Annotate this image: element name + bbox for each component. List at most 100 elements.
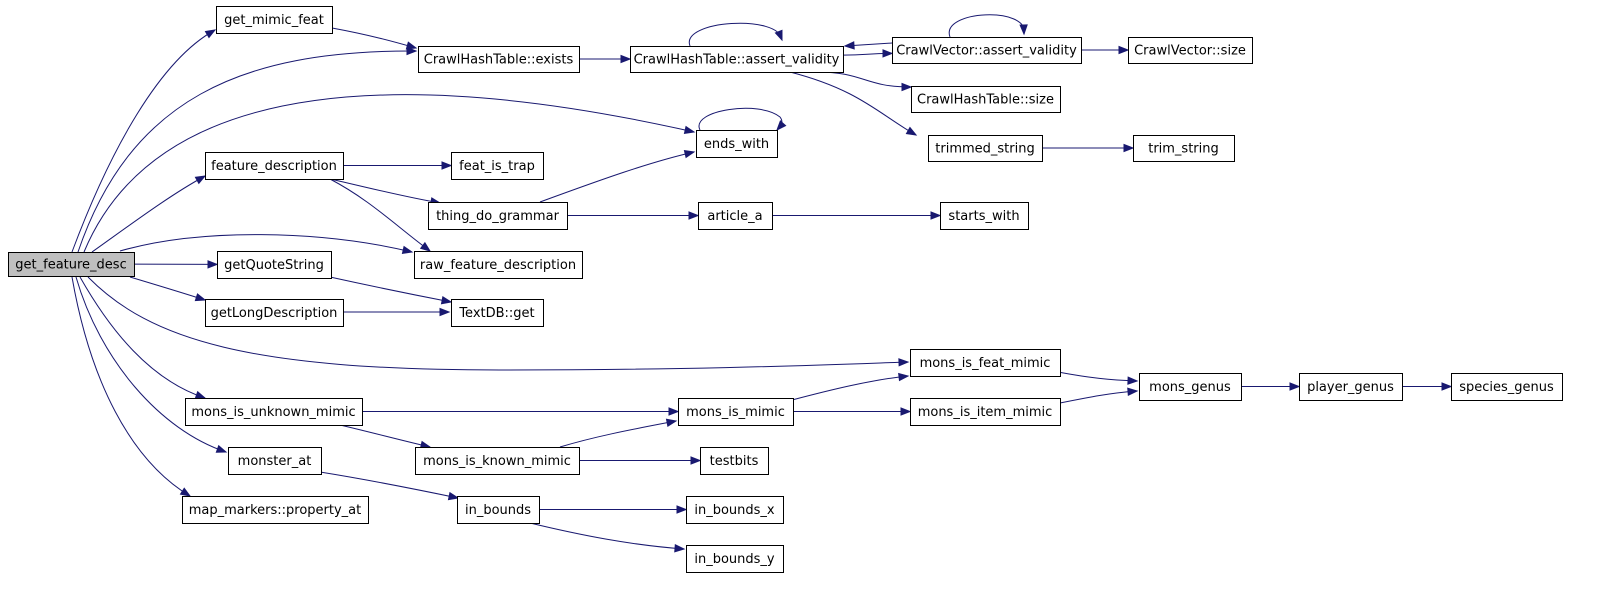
edge-get_feature_desc-to-ht_exists	[77, 50, 417, 253]
node-label-property_at: map_markers::property_at	[189, 503, 362, 518]
node-box-starts_with[interactable]	[940, 202, 1029, 230]
node-box-ht_assert[interactable]	[630, 46, 844, 73]
edge-ends_with-to-ends_with	[698, 107, 783, 131]
node-mons_is_item_mimic[interactable]: mons_is_item_mimic	[910, 398, 1061, 426]
arrowhead-article_a-to-starts_with	[930, 211, 942, 220]
node-textdb_get[interactable]: TextDB::get	[451, 299, 544, 327]
node-box-getLongDescription[interactable]	[205, 299, 344, 327]
node-box-article_a[interactable]	[698, 202, 773, 230]
edge-thing_do_grammar-to-ends_with	[539, 151, 695, 203]
node-box-trim_string[interactable]	[1133, 135, 1235, 162]
node-box-ht_size[interactable]	[911, 86, 1061, 113]
node-raw_feature_description[interactable]: raw_feature_description	[414, 251, 583, 279]
node-in_bounds[interactable]: in_bounds	[457, 496, 540, 524]
node-ht_exists[interactable]: CrawlHashTable::exists	[418, 46, 580, 73]
arrowhead-mons_is_item_mimic-to-mons_genus	[1127, 387, 1139, 396]
node-thing_do_grammar[interactable]: thing_do_grammar	[428, 202, 568, 230]
node-label-mons_is_mimic: mons_is_mimic	[686, 405, 785, 420]
node-box-mons_is_feat_mimic[interactable]	[910, 349, 1061, 377]
arrowhead-mons_is_known_mimic-to-testbits	[690, 456, 702, 465]
node-box-cv_size[interactable]	[1128, 37, 1253, 64]
node-box-thing_do_grammar[interactable]	[428, 202, 568, 230]
node-box-get_feature_desc[interactable]	[8, 252, 135, 277]
node-feat_is_trap[interactable]: feat_is_trap	[451, 152, 544, 180]
node-ht_size[interactable]: CrawlHashTable::size	[911, 86, 1061, 113]
edge-mons_is_mimic-to-mons_is_feat_mimic	[791, 375, 909, 401]
node-box-species_genus[interactable]	[1451, 373, 1563, 401]
node-box-feature_description[interactable]	[205, 152, 344, 180]
node-mons_is_known_mimic[interactable]: mons_is_known_mimic	[415, 447, 580, 475]
node-box-player_genus[interactable]	[1299, 373, 1403, 401]
arrowhead-get_feature_desc-to-ends_with	[683, 125, 696, 135]
node-box-testbits[interactable]	[700, 447, 769, 475]
node-box-property_at[interactable]	[182, 496, 369, 524]
edge-get_feature_desc-to-get_mimic_feat	[71, 29, 216, 253]
node-box-mons_is_unknown_mimic[interactable]	[185, 398, 363, 426]
node-article_a[interactable]: article_a	[698, 202, 773, 230]
node-player_genus[interactable]: player_genus	[1299, 373, 1403, 401]
node-feature_description[interactable]: feature_description	[205, 152, 344, 180]
node-label-get_mimic_feat: get_mimic_feat	[224, 13, 324, 28]
arrowhead-thing_do_grammar-to-ends_with	[683, 150, 696, 159]
node-testbits[interactable]: testbits	[700, 447, 769, 475]
edge-ht_assert-to-trimmed_string	[789, 71, 917, 136]
edge-getQuoteString-to-textdb_get	[329, 276, 452, 303]
edge-get_feature_desc-to-getLongDescription	[129, 276, 206, 301]
node-box-mons_is_item_mimic[interactable]	[910, 398, 1061, 426]
edge-get_feature_desc-to-monster_at	[75, 276, 227, 453]
node-get_feature_desc[interactable]: get_feature_desc	[8, 252, 135, 277]
node-box-mons_genus[interactable]	[1139, 373, 1242, 401]
node-box-textdb_get[interactable]	[451, 299, 544, 327]
node-box-mons_is_known_mimic[interactable]	[415, 447, 580, 475]
node-label-mons_is_known_mimic: mons_is_known_mimic	[423, 454, 571, 469]
node-mons_is_mimic[interactable]: mons_is_mimic	[678, 398, 794, 426]
node-species_genus[interactable]: species_genus	[1451, 373, 1563, 401]
node-in_bounds_y[interactable]: in_bounds_y	[686, 545, 784, 573]
node-box-monster_at[interactable]	[228, 447, 322, 475]
node-box-get_mimic_feat[interactable]	[216, 6, 333, 34]
node-property_at[interactable]: map_markers::property_at	[182, 496, 369, 524]
node-starts_with[interactable]: starts_with	[940, 202, 1029, 230]
edge-ht_assert-to-ht_assert	[689, 22, 783, 47]
node-mons_is_unknown_mimic[interactable]: mons_is_unknown_mimic	[185, 398, 363, 426]
edge-mons_is_unknown_mimic-to-mons_is_known_mimic	[339, 424, 431, 448]
node-label-cv_assert: CrawlVector::assert_validity	[896, 44, 1077, 59]
edge-mons_is_known_mimic-to-mons_is_mimic	[559, 420, 677, 448]
node-cv_assert[interactable]: CrawlVector::assert_validity	[892, 37, 1082, 64]
node-trim_string[interactable]: trim_string	[1133, 135, 1235, 162]
node-ends_with[interactable]: ends_with	[696, 130, 778, 158]
node-mons_genus[interactable]: mons_genus	[1139, 373, 1242, 401]
node-label-mons_genus: mons_genus	[1149, 380, 1231, 395]
node-box-in_bounds_y[interactable]	[686, 545, 784, 573]
node-box-mons_is_mimic[interactable]	[678, 398, 794, 426]
node-trimmed_string[interactable]: trimmed_string	[928, 135, 1043, 162]
node-box-ends_with[interactable]	[696, 130, 778, 158]
node-label-in_bounds_x: in_bounds_x	[694, 503, 775, 518]
node-cv_size[interactable]: CrawlVector::size	[1128, 37, 1253, 64]
node-label-in_bounds_y: in_bounds_y	[694, 552, 775, 567]
node-box-in_bounds_x[interactable]	[686, 496, 784, 524]
node-box-trimmed_string[interactable]	[928, 135, 1043, 162]
node-ht_assert[interactable]: CrawlHashTable::assert_validity	[630, 46, 844, 73]
arrowhead-thing_do_grammar-to-article_a	[688, 211, 700, 220]
node-monster_at[interactable]: monster_at	[228, 447, 322, 475]
node-box-in_bounds[interactable]	[457, 496, 540, 524]
node-box-cv_assert[interactable]	[892, 37, 1082, 64]
edge-get_feature_desc-to-feature_description	[91, 175, 206, 253]
node-mons_is_feat_mimic[interactable]: mons_is_feat_mimic	[910, 349, 1061, 377]
arrowhead-mons_is_mimic-to-mons_is_item_mimic	[900, 407, 912, 416]
node-label-mons_is_item_mimic: mons_is_item_mimic	[918, 405, 1053, 420]
node-label-raw_feature_description: raw_feature_description	[420, 258, 576, 273]
node-get_mimic_feat[interactable]: get_mimic_feat	[216, 6, 333, 34]
node-box-feat_is_trap[interactable]	[451, 152, 544, 180]
node-in_bounds_x[interactable]: in_bounds_x	[686, 496, 784, 524]
edge-get_feature_desc-to-property_at	[71, 276, 191, 497]
node-box-ht_exists[interactable]	[418, 46, 580, 73]
node-box-raw_feature_description[interactable]	[414, 251, 583, 279]
node-box-getQuoteString[interactable]	[217, 251, 332, 279]
node-getLongDescription[interactable]: getLongDescription	[205, 299, 344, 327]
arrowhead-get_feature_desc-to-get_mimic_feat	[204, 29, 217, 39]
node-label-getQuoteString: getQuoteString	[224, 258, 324, 273]
node-getQuoteString[interactable]: getQuoteString	[217, 251, 332, 279]
